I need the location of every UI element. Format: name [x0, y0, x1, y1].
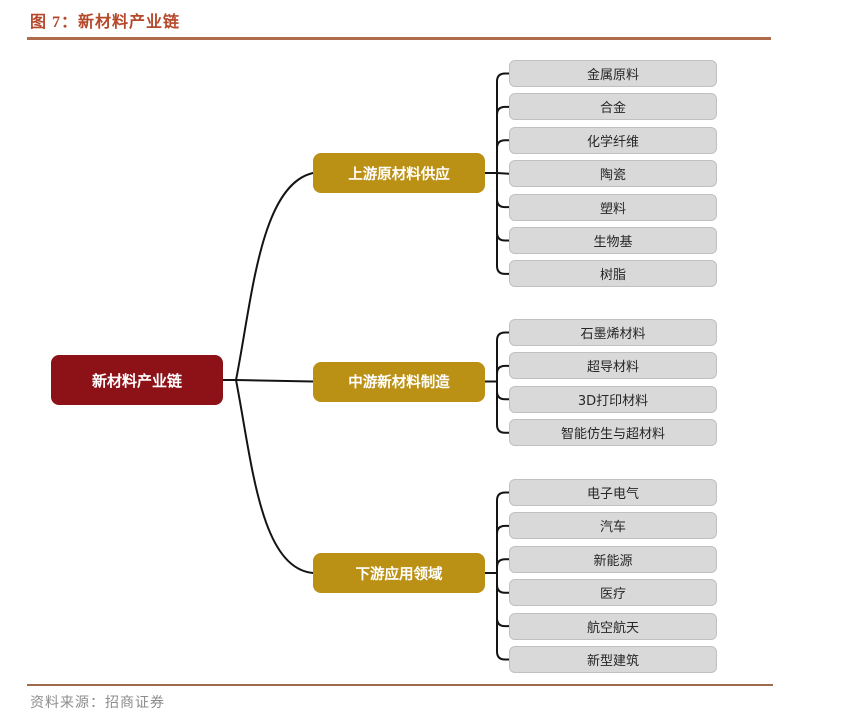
branch-node-1: 中游新材料制造 — [313, 361, 485, 402]
leaf-node-0-6: 树脂 — [509, 260, 717, 288]
footer-divider — [27, 684, 773, 686]
leaf-node-2-1: 汽车 — [509, 512, 717, 540]
root-node: 新材料产业链 — [51, 355, 223, 405]
leaf-node-0-3: 陶瓷 — [509, 160, 717, 188]
branch-node-0: 上游原材料供应 — [313, 153, 485, 193]
leaf-node-1-1: 超导材料 — [509, 352, 717, 380]
leaf-node-2-5: 新型建筑 — [509, 646, 717, 673]
leaf-node-2-0: 电子电气 — [509, 479, 717, 506]
header-divider — [27, 37, 771, 40]
leaf-node-2-2: 新能源 — [509, 545, 717, 573]
leaf-node-0-1: 合金 — [509, 93, 717, 121]
leaf-node-1-0: 石墨烯材料 — [509, 319, 717, 346]
leaf-node-0-4: 塑料 — [509, 193, 717, 221]
leaf-node-2-3: 医疗 — [509, 579, 717, 607]
leaf-node-0-5: 生物基 — [509, 227, 717, 254]
leaf-node-0-2: 化学纤维 — [509, 126, 717, 154]
leaf-node-1-3: 智能仿生与超材料 — [509, 419, 717, 447]
leaf-node-1-2: 3D打印材料 — [509, 385, 717, 413]
source-note: 资料来源：招商证券 — [30, 696, 165, 711]
leaf-node-0-0: 金属原料 — [509, 60, 717, 87]
leaf-node-2-4: 航空航天 — [509, 612, 717, 640]
branch-node-2: 下游应用领域 — [313, 553, 485, 593]
figure-title: 图 7：新材料产业链 — [30, 14, 181, 31]
